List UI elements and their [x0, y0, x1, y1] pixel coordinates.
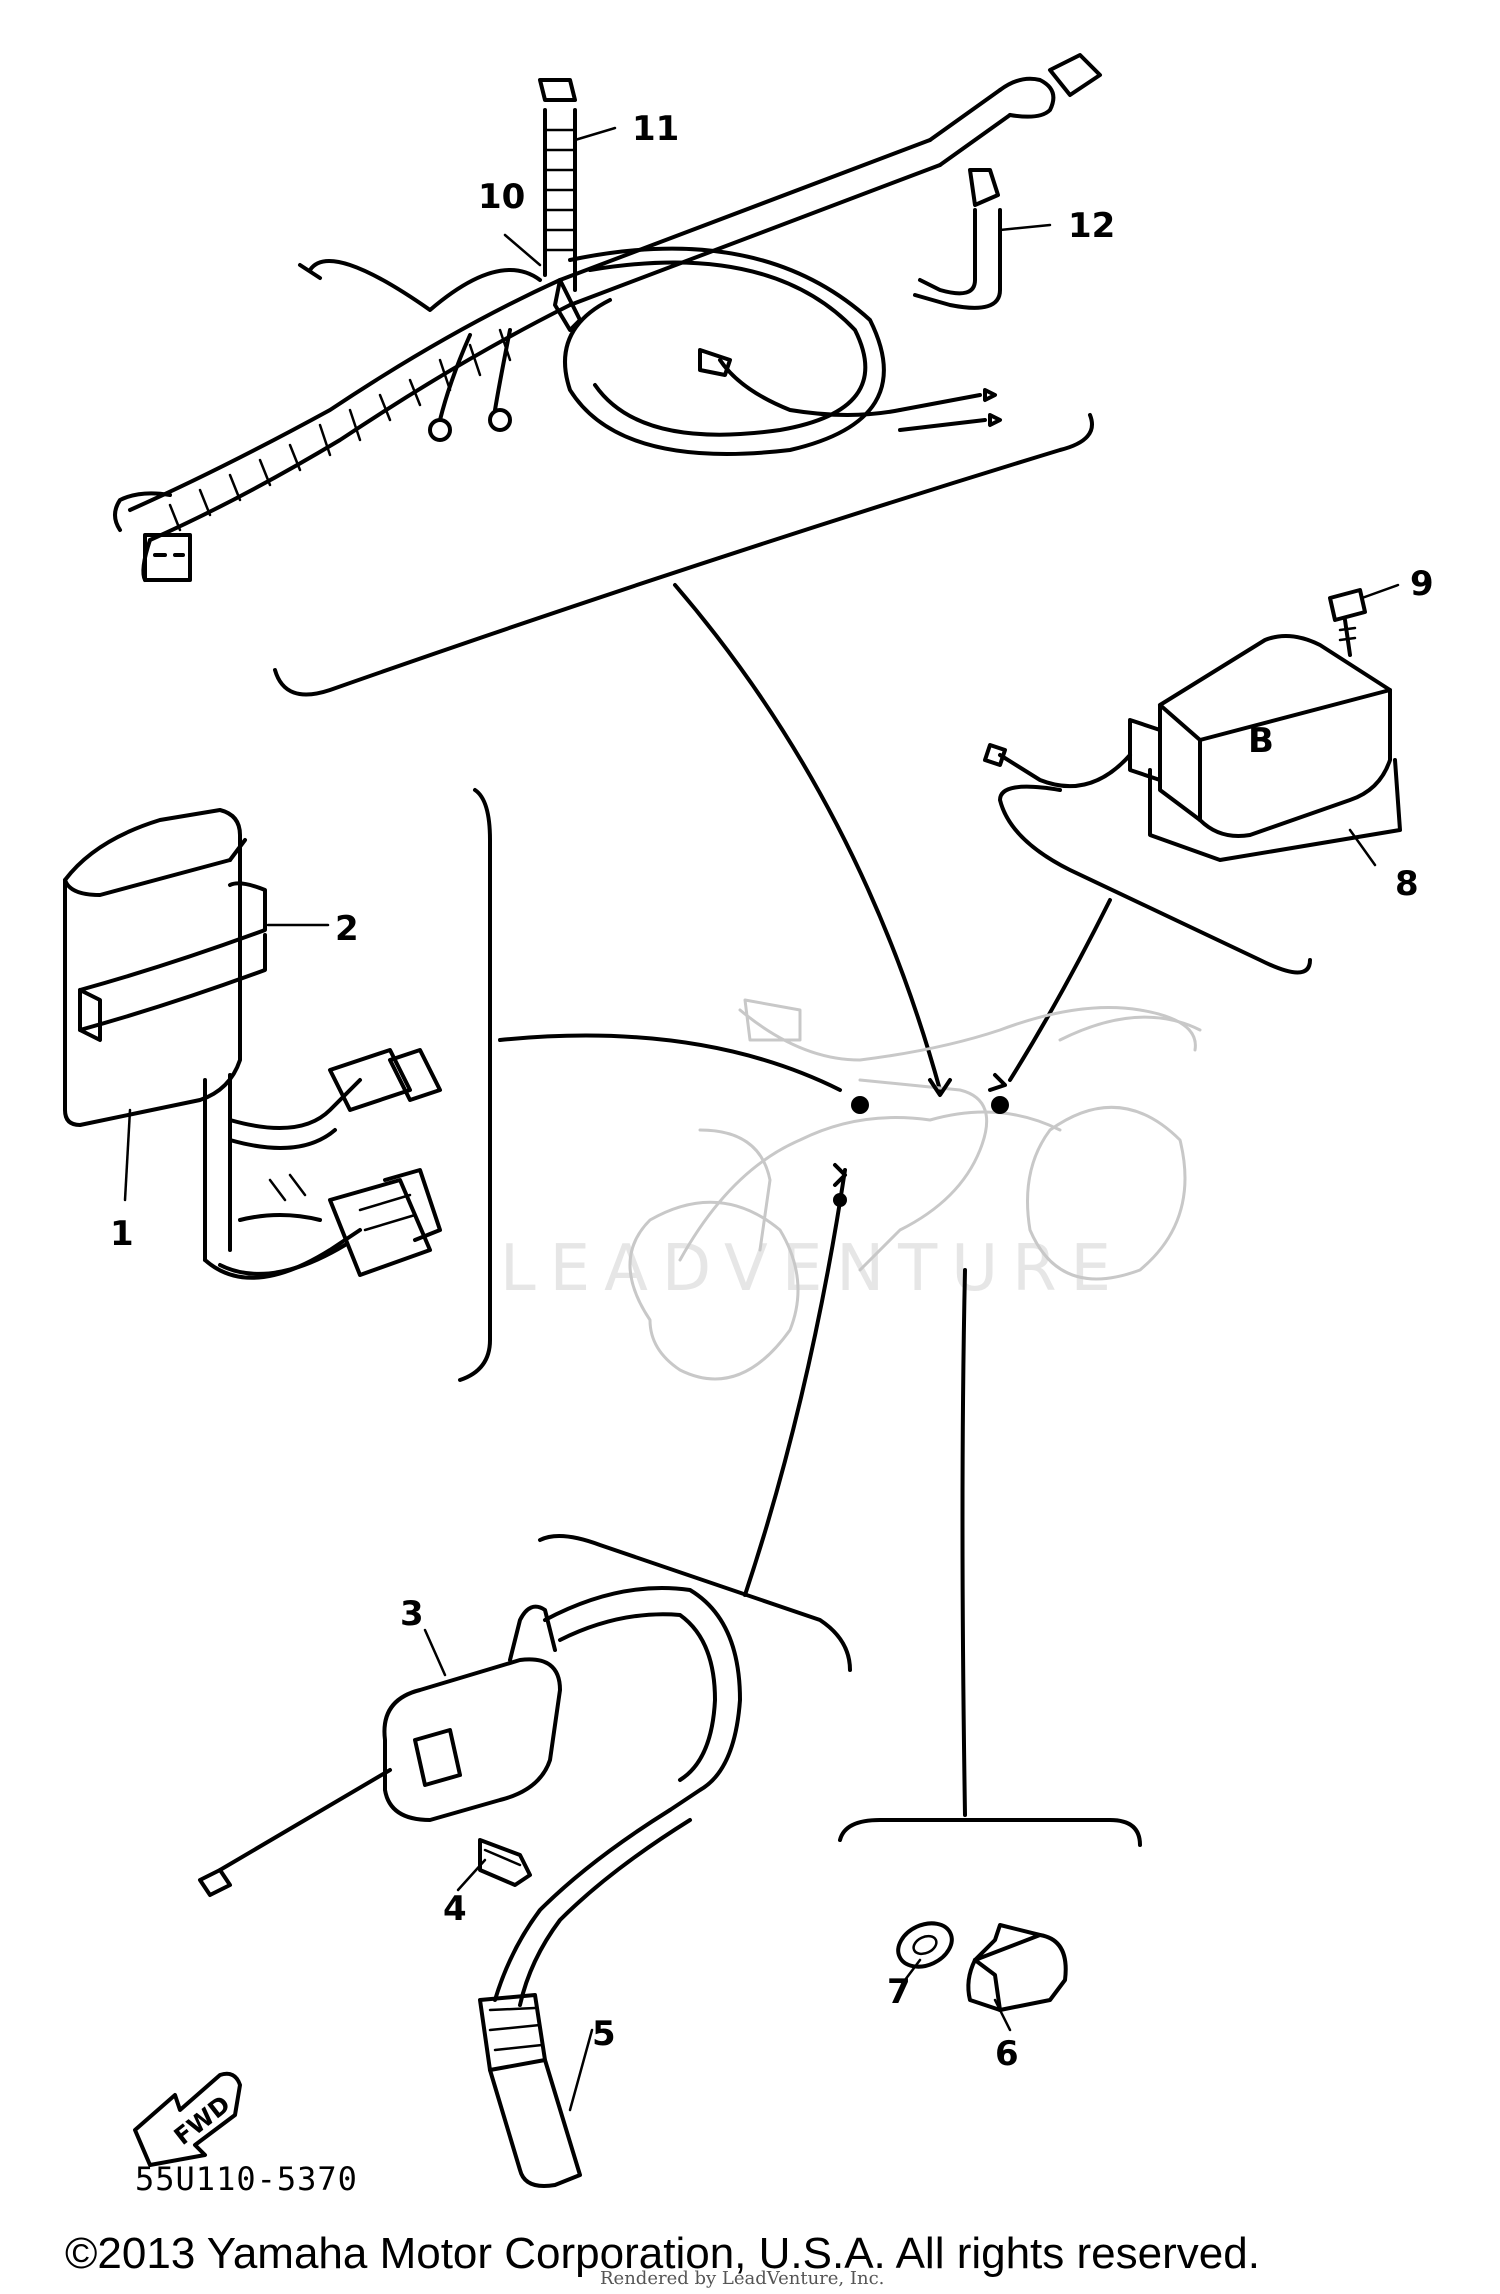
part-label-1: 1	[110, 1214, 134, 1254]
section-brackets	[273, 413, 1312, 1847]
part-label-7: 7	[887, 1972, 911, 2012]
watermark: LEADVENTURE	[500, 1232, 1125, 1306]
ignition-coil	[198, 1586, 742, 1897]
regulator-mark: B	[1248, 721, 1274, 761]
part-label-2: 2	[335, 909, 359, 949]
part-label-10: 10	[478, 177, 525, 217]
forward-arrow-icon: FWD	[133, 2071, 242, 2167]
part-label-3: 3	[400, 1594, 424, 1634]
part-label-9: 9	[1410, 564, 1434, 604]
part-label-4: 4	[443, 1889, 467, 1929]
rendered-by-credit: Rendered by LeadVenture, Inc.	[600, 2268, 884, 2289]
bolt-6	[966, 1923, 1068, 2012]
part-label-11: 11	[632, 109, 679, 149]
part-label-5: 5	[592, 2014, 616, 2054]
drawing-code: 55U110-5370	[135, 2160, 358, 2198]
spark-plug-cap	[478, 1808, 692, 2188]
part-label-6: 6	[995, 2034, 1019, 2074]
cdi-couplers	[203, 1048, 442, 1280]
cdi-unit	[63, 808, 247, 1127]
band-2	[78, 881, 267, 1042]
washer-7	[896, 1921, 954, 1969]
bolt-4	[478, 1838, 532, 1887]
wire-harness	[113, 53, 1102, 582]
motorcycle-outline	[628, 998, 1202, 1381]
copyright-notice: ©2013 Yamaha Motor Corporation, U.S.A. A…	[65, 2229, 1260, 2278]
band-12	[913, 168, 1002, 310]
connector-leaders	[498, 583, 1112, 1817]
part-label-8: 8	[1395, 864, 1419, 904]
label-leaders	[123, 126, 1400, 2112]
screw-9	[1328, 588, 1367, 657]
part-label-12: 12	[1068, 206, 1115, 246]
connection-points	[833, 1073, 1009, 1207]
regulator: B	[983, 634, 1402, 862]
